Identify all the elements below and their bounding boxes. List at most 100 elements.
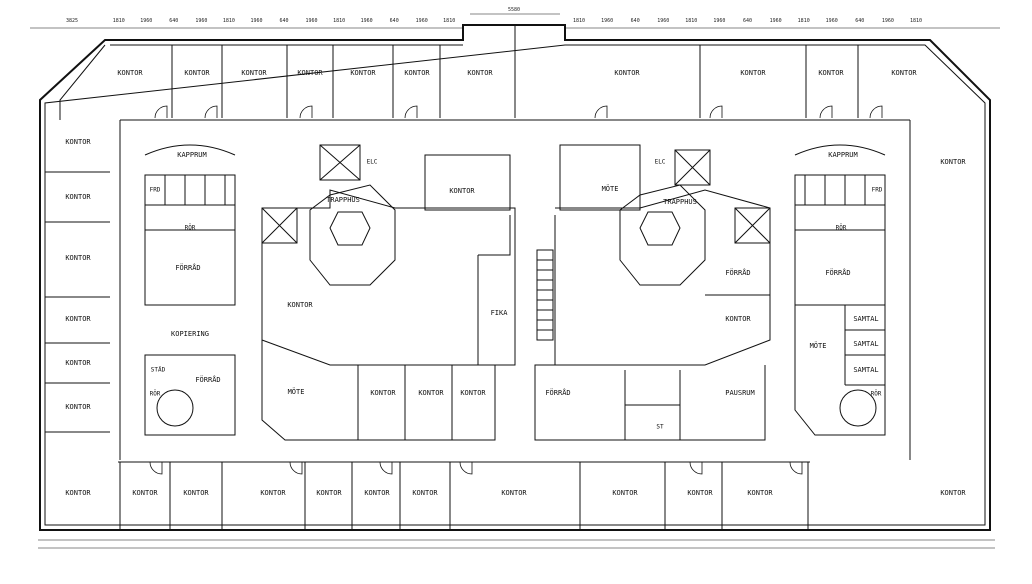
left-service-block — [144, 174, 236, 306]
left-core — [261, 189, 516, 366]
room-label-kontor: KONTOR — [449, 187, 475, 195]
dimension-module: 1960 — [882, 18, 894, 24]
dimension-module: 1960 — [305, 18, 317, 24]
room-label-ror: RÖR — [150, 391, 161, 398]
room-label-trapphus: TRAPPHUS — [326, 196, 360, 204]
dimension-module: 640 — [631, 18, 640, 24]
room-label-stad: STÄD — [151, 367, 166, 374]
room-label-fro: FRD — [150, 187, 161, 194]
dimension-module: 640 — [279, 18, 288, 24]
left-stair-round — [156, 389, 194, 427]
corridor-line — [118, 119, 911, 463]
room-label-forrad: FÖRRÅD — [545, 388, 570, 397]
right-service-block — [794, 174, 886, 306]
dimension-module: 640 — [169, 18, 178, 24]
room-label-kontor: KONTOR — [183, 489, 209, 497]
dimension-module: 640 — [743, 18, 752, 24]
dimension-module: 1960 — [713, 18, 725, 24]
dimension-module: 1810 — [910, 18, 922, 24]
room-label-kontor: KONTOR — [612, 489, 638, 497]
room-label-kontor: KONTOR — [418, 389, 444, 397]
room-label-kapprum: KAPPRUM — [828, 151, 858, 159]
room-label-mote: MÖTE — [602, 184, 619, 193]
room-label-fika: FIKA — [491, 309, 509, 317]
room-label-kontor: KONTOR — [740, 69, 766, 77]
center-kontor — [424, 154, 511, 211]
left-stairwell — [309, 184, 396, 286]
left-stad-block — [144, 354, 236, 436]
dimension-module: 1960 — [770, 18, 782, 24]
room-label-kontor: KONTOR — [65, 359, 91, 367]
outer-wall — [39, 24, 991, 531]
dimension-module: 1960 — [195, 18, 207, 24]
room-label-kontor: KONTOR — [241, 69, 267, 77]
room-label-kontor: KONTOR — [940, 158, 966, 166]
left-elevator — [319, 144, 361, 181]
room-label-kontor: KONTOR — [818, 69, 844, 77]
room-label-kontor: KONTOR — [65, 403, 91, 411]
right-elevator — [674, 149, 711, 186]
dimension-module: 1810 — [223, 18, 235, 24]
bottom-dimension-line — [38, 539, 995, 549]
room-label-kontor: KONTOR — [747, 489, 773, 497]
room-label-kontor: KONTOR — [370, 389, 396, 397]
room-label-forrad: FÖRRÅD — [725, 268, 750, 277]
room-label-kontor: KONTOR — [891, 69, 917, 77]
room-label-kontor: KONTOR — [316, 489, 342, 497]
room-label-kontor: KONTOR — [65, 254, 91, 262]
room-label-samtal: SAMTAL — [853, 366, 878, 374]
room-label-kontor: KONTOR — [687, 489, 713, 497]
dimension-module: 640 — [855, 18, 864, 24]
dimension-module: 1810 — [573, 18, 585, 24]
dimension-module: 1810 — [333, 18, 345, 24]
room-label-kontor: KONTOR — [117, 69, 143, 77]
room-label-kontor: KONTOR — [467, 69, 493, 77]
room-label-kontor: KONTOR — [350, 69, 376, 77]
left-kapprum-arc — [144, 144, 236, 156]
room-label-kontor: KONTOR — [940, 489, 966, 497]
fika-area — [477, 215, 556, 365]
left-office-walls — [45, 171, 110, 433]
room-label-ror: RÖR — [836, 225, 847, 232]
room-label-forrad: FÖRRÅD — [175, 263, 200, 272]
dimension-module: 1960 — [361, 18, 373, 24]
bottom-office-walls — [119, 462, 809, 530]
room-label-kontor: KONTOR — [260, 489, 286, 497]
top-dimension-line — [30, 13, 1000, 29]
room-label-kontor: KONTOR — [65, 489, 91, 497]
room-label-trapphus: TRAPPHUS — [663, 198, 697, 206]
room-label-mote: MÖTE — [288, 387, 305, 396]
right-stair-round — [839, 389, 877, 427]
room-label-kontor: KONTOR — [364, 489, 390, 497]
dimension-module: 1810 — [685, 18, 697, 24]
dimension-top-left: 3825 — [66, 18, 78, 24]
room-label-forrad: FÖRRÅD — [195, 375, 220, 384]
dimension-center: 5580 — [508, 7, 520, 13]
right-core — [534, 189, 771, 441]
room-label-kopiering: KOPIERING — [171, 330, 209, 338]
right-stairwell — [619, 184, 706, 286]
room-label-kontor: KONTOR — [404, 69, 430, 77]
top-office-walls — [59, 25, 859, 120]
room-label-elc: ELC — [655, 159, 666, 166]
room-label-kontor: KONTOR — [412, 489, 438, 497]
room-label-samtal: SAMTAL — [853, 340, 878, 348]
room-label-forrad: FÖRRÅD — [825, 268, 850, 277]
room-label-kontor: KONTOR — [65, 315, 91, 323]
dimension-module: 1960 — [601, 18, 613, 24]
dimension-module: 1810 — [113, 18, 125, 24]
room-label-ror: RÖR — [185, 225, 196, 232]
dimension-module: 1960 — [826, 18, 838, 24]
room-label-kontor: KONTOR — [184, 69, 210, 77]
dimension-module: 1960 — [250, 18, 262, 24]
room-label-kontor: KONTOR — [65, 193, 91, 201]
dimension-module: 1810 — [798, 18, 810, 24]
room-label-st: ST — [656, 424, 664, 431]
dimension-module: 1810 — [443, 18, 455, 24]
room-label-kontor: KONTOR — [501, 489, 527, 497]
room-label-kontor: KONTOR — [460, 389, 486, 397]
room-label-kontor: KONTOR — [614, 69, 640, 77]
room-label-kontor: KONTOR — [297, 69, 323, 77]
dimension-module: 640 — [390, 18, 399, 24]
dimension-module: 1960 — [140, 18, 152, 24]
